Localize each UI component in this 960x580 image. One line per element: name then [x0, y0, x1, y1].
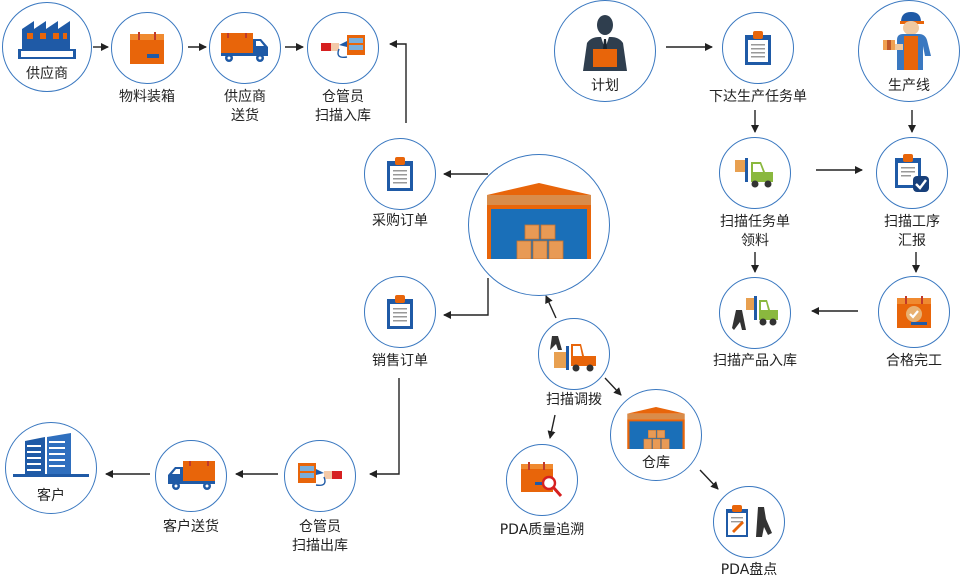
scan-transfer-label: 扫描调拨 [546, 392, 602, 408]
node-warehouse-main[interactable] [468, 154, 610, 296]
boxing-label: 物料装箱 [119, 89, 175, 105]
scanner-icon [321, 35, 365, 59]
production-line-label: 生产线 [888, 78, 930, 94]
quality-trace-icon [521, 462, 563, 497]
node-customer[interactable]: 客户 [5, 422, 97, 514]
box-icon [130, 32, 164, 64]
warehouse-label: 仓库 [642, 455, 670, 471]
clipboard-check-icon [895, 154, 929, 192]
clipboard-icon [387, 295, 413, 329]
worker-icon [883, 12, 931, 70]
forklift-icon [735, 158, 773, 188]
pda-inventory-label: PDA盘点 [720, 562, 778, 578]
node-clerk-scan-in[interactable] [307, 12, 379, 84]
pda-forklift-icon [550, 336, 596, 372]
scanner-icon [298, 463, 342, 487]
supplier-delivery-label: 供应商 送货 [224, 89, 266, 124]
truck-icon [221, 33, 268, 62]
pda-forklift-icon [732, 296, 778, 330]
warehouse-icon [487, 183, 591, 259]
factory-icon [18, 21, 76, 59]
truck-icon [168, 461, 215, 490]
businessman-icon [583, 15, 627, 71]
warehouse-icon [627, 407, 685, 449]
arrow-transfer-warehouse [545, 295, 557, 319]
node-plan[interactable]: 计划 [554, 0, 656, 102]
building-icon [13, 433, 89, 477]
node-pda-inventory[interactable] [713, 486, 785, 558]
node-sales-order[interactable] [364, 276, 436, 348]
arrow-warehouse-sales [443, 278, 489, 319]
qualified-label: 合格完工 [886, 353, 942, 369]
arrow-purchase-to-clerk [389, 40, 407, 123]
pda-trace-label: PDA质量追溯 [499, 522, 585, 538]
node-scan-task[interactable] [719, 137, 791, 209]
node-production-line[interactable]: 生产线 [858, 0, 960, 102]
node-supplier[interactable]: 供应商 [2, 2, 92, 92]
customer-delivery-label: 客户送货 [163, 519, 219, 535]
node-scan-transfer[interactable] [538, 318, 610, 390]
scan-process-label: 扫描工序 汇报 [884, 214, 940, 249]
box-check-icon [897, 296, 931, 328]
scan-product-in-label: 扫描产品入库 [713, 353, 797, 369]
sales-order-label: 销售订单 [372, 353, 428, 369]
node-warehouse[interactable]: 仓库 [610, 389, 702, 481]
clipboard-icon [387, 157, 413, 191]
node-clerk-scan-out[interactable] [284, 440, 356, 512]
arrow-transfer-storehouse [604, 377, 622, 396]
node-purchase-order[interactable] [364, 138, 436, 210]
arrow-transfer-trace [547, 414, 556, 439]
customer-label: 客户 [37, 488, 65, 504]
clipboard-icon [745, 31, 771, 65]
clerk-scan-in-label: 仓管员 扫描入库 [315, 89, 371, 124]
node-issue-task[interactable] [722, 12, 794, 84]
supplier-label: 供应商 [26, 66, 68, 82]
arrow-sales-clerkout [369, 378, 400, 478]
plan-label: 计划 [591, 78, 619, 94]
node-scan-process[interactable] [876, 137, 948, 209]
node-scan-product-in[interactable] [719, 277, 791, 349]
scan-task-label: 扫描任务单 领料 [720, 214, 790, 249]
pda-clipboard-icon [726, 505, 772, 537]
clerk-scan-out-label: 仓管员 扫描出库 [292, 519, 348, 554]
node-qualified[interactable] [878, 276, 950, 348]
node-boxing[interactable] [111, 12, 183, 84]
node-pda-trace[interactable] [506, 444, 578, 516]
arrow-storehouse-inventory [699, 469, 719, 490]
node-supplier-delivery[interactable] [209, 12, 281, 84]
node-customer-delivery[interactable] [155, 440, 227, 512]
issue-task-label: 下达生产任务单 [709, 89, 807, 105]
purchase-order-label: 采购订单 [372, 213, 428, 229]
